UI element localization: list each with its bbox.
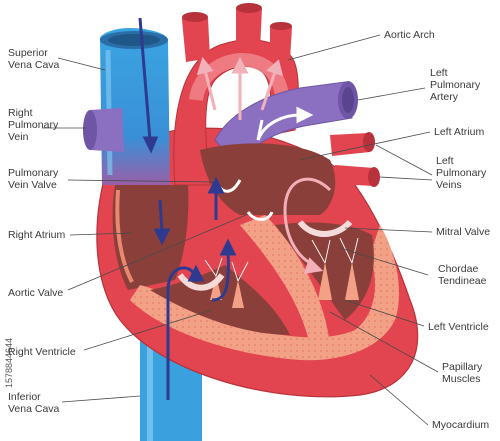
- label-mitral-valve: Mitral Valve: [344, 226, 490, 238]
- svg-text:Vena Cava: Vena Cava: [8, 59, 60, 71]
- svg-text:Left: Left: [430, 67, 448, 79]
- svg-text:Left Ventricle: Left Ventricle: [428, 321, 489, 333]
- svg-text:Vein: Vein: [8, 131, 29, 143]
- myocardium: [130, 215, 400, 361]
- label-left-pulmonary-artery: Left Pulmonary Artery: [357, 67, 481, 103]
- left-atrium: [200, 143, 336, 215]
- watermark-id: 1578844644: [4, 338, 14, 388]
- label-pulmonary-vein-valve: Pulmonary Vein Valve: [8, 167, 214, 191]
- svg-text:Myocardium: Myocardium: [432, 419, 489, 431]
- mitral-valve: [297, 219, 353, 237]
- papillary-muscles: [210, 262, 359, 308]
- svg-text:Papillary: Papillary: [442, 361, 483, 373]
- svg-text:Left Atrium: Left Atrium: [434, 126, 484, 138]
- svg-text:Vena Cava: Vena Cava: [8, 403, 60, 415]
- svg-text:Mitral Valve: Mitral Valve: [436, 226, 490, 238]
- label-papillary-muscles: Papillary Muscles: [329, 311, 483, 385]
- flow-arrows-oxygenated: [196, 56, 332, 274]
- svg-text:Pulmonary: Pulmonary: [8, 167, 59, 179]
- tricuspid-valve: [177, 273, 225, 291]
- label-left-ventricle: Left Ventricle: [344, 299, 489, 333]
- label-right-atrium: Right Atrium: [8, 229, 133, 241]
- svg-text:Left: Left: [436, 155, 454, 167]
- svg-text:Superior: Superior: [8, 47, 48, 59]
- svg-text:Tendineae: Tendineae: [438, 275, 487, 287]
- svg-text:Inferior: Inferior: [8, 391, 41, 403]
- label-chordae-tendineae: Chordae Tendineae: [339, 247, 487, 287]
- label-left-atrium: Left Atrium: [299, 126, 484, 161]
- label-right-pulmonary-vein: Right Pulmonary Vein: [8, 107, 86, 143]
- svg-text:Right Ventricle: Right Ventricle: [8, 346, 76, 358]
- label-inferior-vena-cava: Inferior Vena Cava: [8, 391, 141, 415]
- right-pulmonary-vein: [83, 108, 124, 152]
- label-aortic-arch: Aortic Arch: [287, 29, 435, 61]
- svg-text:Muscles: Muscles: [442, 373, 481, 385]
- svg-text:Veins: Veins: [436, 179, 462, 191]
- svg-text:Chordae: Chordae: [438, 263, 478, 275]
- label-right-ventricle: Right Ventricle: [8, 309, 213, 358]
- svg-text:Pulmonary: Pulmonary: [436, 167, 487, 179]
- aortic-valve: [246, 211, 274, 221]
- flow-arrows-pulmonary: [256, 106, 314, 141]
- svg-text:Right Atrium: Right Atrium: [8, 229, 65, 241]
- chordae-tendineae: [204, 237, 359, 282]
- label-myocardium: Myocardium: [369, 374, 489, 431]
- right-atrium: [112, 185, 189, 290]
- label-left-pulmonary-veins: Left Pulmonary Veins: [375, 144, 487, 191]
- svg-text:Pulmonary: Pulmonary: [8, 119, 59, 131]
- aortic-arch: [173, 3, 299, 186]
- svg-text:Pulmonary: Pulmonary: [430, 79, 481, 91]
- flow-arrows-deoxygenated: [138, 17, 237, 400]
- svg-text:1578844644: 1578844644: [4, 338, 14, 388]
- label-aortic-valve: Aortic Valve: [8, 214, 247, 299]
- svg-text:Vein Valve: Vein Valve: [8, 179, 57, 191]
- left-pulmonary-veins: [330, 132, 380, 187]
- label-superior-vena-cava: Superior Vena Cava: [8, 47, 106, 71]
- svg-text:Aortic Arch: Aortic Arch: [384, 29, 435, 41]
- svg-text:Artery: Artery: [430, 91, 459, 103]
- svg-text:Right: Right: [8, 107, 33, 119]
- svg-text:Aortic Valve: Aortic Valve: [8, 287, 63, 299]
- superior-vena-cava: [99, 28, 170, 185]
